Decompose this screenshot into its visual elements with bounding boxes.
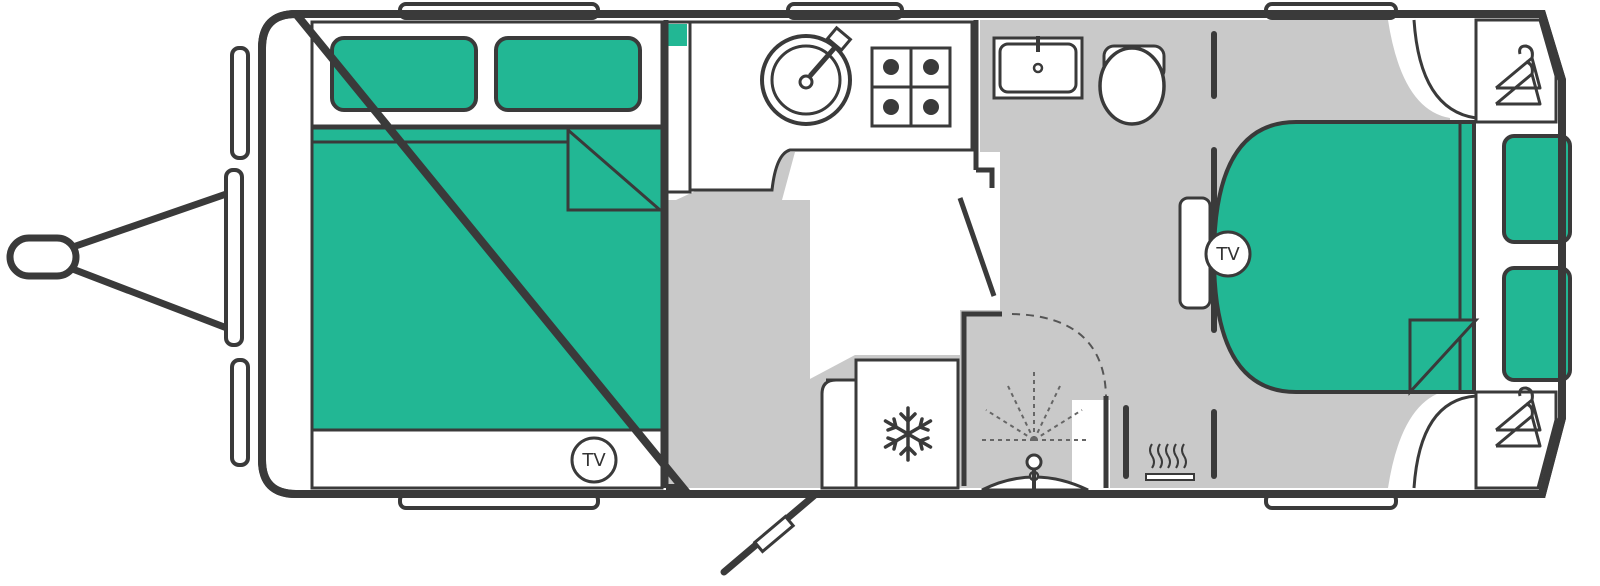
tv-bedroom-label: TV	[581, 450, 606, 471]
rear-cushion-bottom	[1502, 266, 1572, 382]
shower-tray-basin	[981, 453, 1089, 492]
front-windows	[224, 46, 250, 467]
tow-hitch	[66, 188, 236, 334]
hall-floor	[666, 200, 810, 488]
toilet-icon	[1098, 44, 1166, 126]
tv-bedroom-circle	[570, 436, 618, 484]
shower-door-swing	[1011, 313, 1107, 397]
side-unit	[820, 378, 858, 490]
entry-door	[720, 490, 820, 576]
wardrobe-accent	[665, 24, 687, 46]
tv-lounge-label: TV	[1215, 244, 1240, 265]
rear-unit-top-curve	[1412, 19, 1477, 120]
seating-fold	[1408, 318, 1480, 396]
washroom-wall	[961, 311, 1002, 486]
washroom-door	[957, 197, 997, 297]
rear-unit-bottom-curve	[1412, 394, 1477, 489]
coat-hanger-icon	[1495, 44, 1542, 106]
kitchen-wall-return	[976, 167, 995, 188]
duvet-fold	[566, 126, 665, 212]
sink-icon	[760, 25, 853, 126]
shower-icon	[982, 368, 1086, 441]
caravan-shell-outline	[258, 9, 1566, 498]
coat-hanger-icon	[1495, 386, 1542, 448]
tv-lounge-circle	[1204, 230, 1252, 278]
hitch-coupling	[6, 234, 80, 280]
washroom-basin	[992, 36, 1084, 100]
gas-hob-icon	[870, 46, 952, 128]
pillow-right	[494, 36, 642, 112]
front-bedroom: TV	[310, 20, 692, 490]
pillow-left	[330, 36, 478, 112]
rear-cushion-top	[1502, 134, 1572, 244]
heater-icon	[1145, 443, 1195, 481]
floor-area	[676, 20, 1192, 488]
snowflake-icon	[883, 406, 933, 462]
